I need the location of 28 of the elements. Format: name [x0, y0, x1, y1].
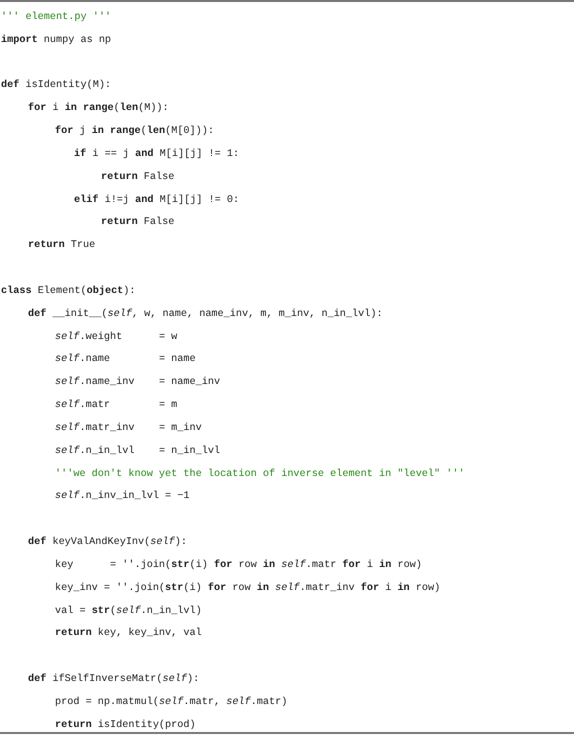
code-line: import numpy as np: [1, 34, 112, 48]
code-line: self.matr = m: [55, 399, 178, 414]
code-line: def __init__(self, w, name, name_inv, m, m_inv, n_in_lvl):: [28, 308, 383, 322]
code-line: self.name = name: [55, 353, 196, 368]
code-line: key_inv = ''.join(str(i) for row in self.matr_inv for i in row): [55, 582, 440, 596]
code-line: self.weight = w: [55, 330, 178, 345]
code-line: key = ''.join(str(i) for row in self.matr for i in row): [55, 558, 422, 573]
code-line: '''we don't know yet the location of inverse element in "level" ''': [55, 468, 465, 482]
code-line: def keyValAndKeyInv(self):: [28, 536, 187, 550]
code-line: if i == j and M[i][j] != 1:: [74, 148, 240, 162]
code-line: return isIdentity(prod): [55, 718, 196, 733]
code-line: for i in range(len(M)):: [28, 102, 169, 116]
code-line: return True: [28, 239, 96, 254]
code-line: self.matr_inv = m_inv: [55, 422, 202, 436]
code-line: val = str(self.n_in_lvl): [55, 604, 202, 619]
code-line: def ifSelfInverseMatr(self):: [28, 673, 200, 688]
code-line: for j in range(len(M[0])):: [55, 125, 214, 140]
code-line: self.n_inv_in_lvl = −1: [55, 490, 190, 504]
code-line: return False: [101, 170, 174, 185]
code-line: self.n_in_lvl = n_in_lvl: [55, 444, 220, 459]
code-line: def isIdentity(M):: [1, 79, 112, 94]
code-line: return key, key_inv, val: [55, 627, 202, 642]
code-line: self.name_inv = name_inv: [55, 376, 220, 390]
code-line: class Element(object):: [1, 284, 136, 299]
code-line: return False: [101, 216, 174, 230]
code-line: ''' element.py ''': [1, 11, 112, 25]
code-line: prod = np.matmul(self.matr, self.matr): [55, 696, 288, 710]
code-line: elif i!=j and M[i][j] != 0:: [74, 194, 240, 208]
